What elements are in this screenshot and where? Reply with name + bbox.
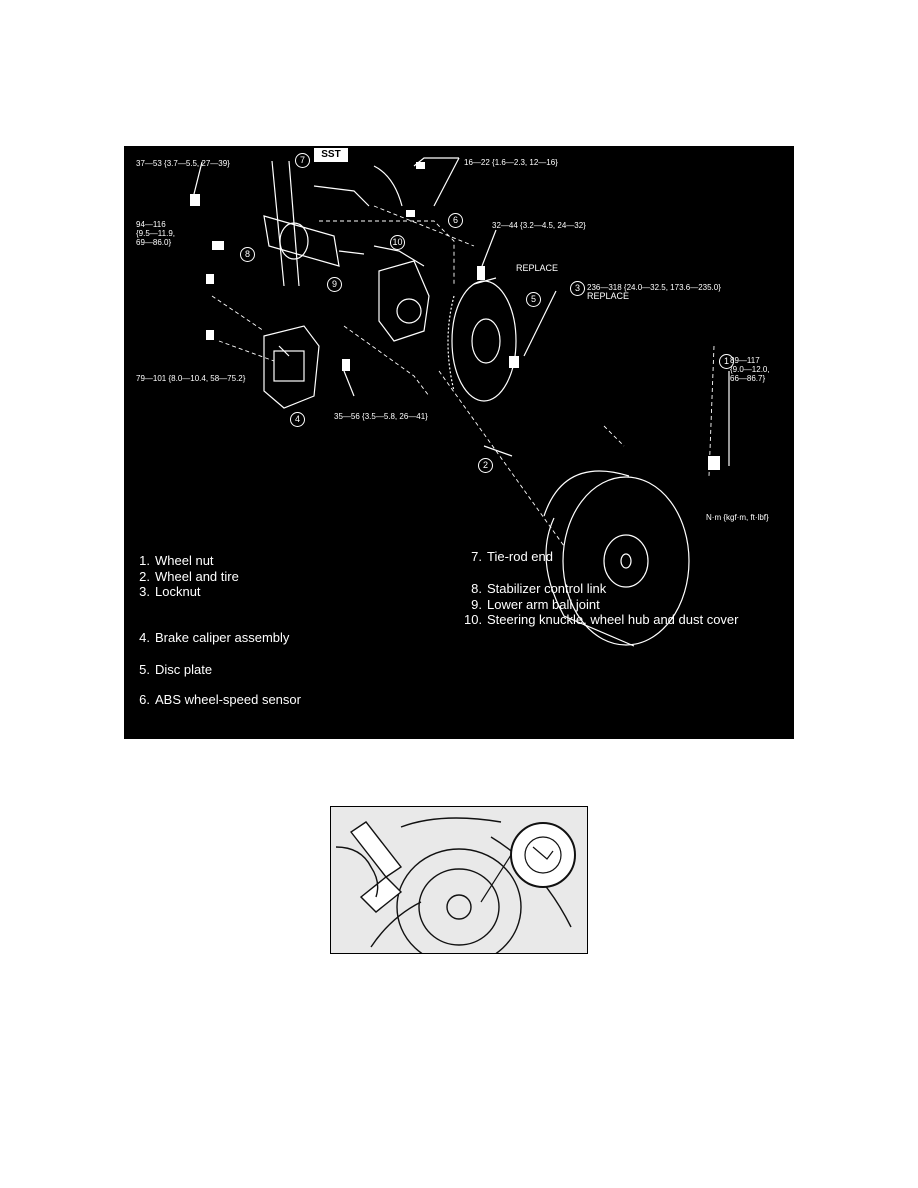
steering-knuckle xyxy=(378,260,430,342)
chisel xyxy=(370,901,422,948)
legend-item-8: 8. Stabilizer control link xyxy=(464,581,606,596)
legend-item-6: 6. ABS wheel-speed sensor xyxy=(132,692,301,707)
legend-item-2: 2. Wheel and tire xyxy=(132,569,239,584)
hammer-handle xyxy=(349,821,403,878)
torque-label-7: 236—318 {24.0—32.5, 173.6—235.0} xyxy=(587,283,721,292)
callout-2: 2 xyxy=(478,458,493,473)
hammer-locknut-illustration xyxy=(330,806,588,954)
brake-disc xyxy=(396,848,522,953)
wheel-hub-center xyxy=(603,534,649,588)
torque-label-6: 32—44 {3.2—4.5, 24—32} xyxy=(492,221,586,230)
callout-9: 9 xyxy=(327,277,342,292)
bolt-4 xyxy=(206,330,214,340)
tire-face xyxy=(562,476,690,646)
abs-sensor-wire xyxy=(373,165,403,207)
wheel-nut xyxy=(708,456,720,470)
torque-label-5: 16—22 {1.6—2.3, 12—16} xyxy=(464,158,558,167)
callout-4: 4 xyxy=(290,412,305,427)
bolt-7 xyxy=(406,210,415,217)
legend-text: Disc plate xyxy=(155,662,213,677)
brake-caliper xyxy=(263,325,320,409)
legend-num: 9. xyxy=(471,597,482,612)
legend-text: Lower arm ball joint xyxy=(487,597,600,612)
legend-item-5: 5. Disc plate xyxy=(132,662,212,677)
bolt-5 xyxy=(342,359,350,371)
torque-label-2b: {9.5—11.9, xyxy=(136,229,175,238)
legend-item-7: 7. Tie-rod end xyxy=(464,549,553,564)
legend-item-4: 4. Brake caliper assembly xyxy=(132,630,289,645)
legend-text: Wheel and tire xyxy=(155,569,239,584)
legend-item-9: 9. Lower arm ball joint xyxy=(464,597,600,612)
torque-label-2c: 69—86.0} xyxy=(136,238,172,247)
legend-num: 2. xyxy=(139,569,150,584)
legend-text: Stabilizer control link xyxy=(487,581,607,596)
legend-text: Brake caliper assembly xyxy=(155,630,290,645)
torque-label-8c: 66—86.7} xyxy=(730,374,766,383)
legend-num: 10. xyxy=(464,612,483,627)
bolt-3 xyxy=(206,274,214,284)
hub-locknut xyxy=(446,894,472,920)
units-label: N·m {kgf·m, ft·lbf} xyxy=(706,513,769,522)
locknut-staking-artwork xyxy=(331,807,587,953)
torque-label-4: 35—56 {3.5—5.8, 26—41} xyxy=(334,412,428,421)
locknut xyxy=(509,356,519,368)
callout-10: 10 xyxy=(390,235,405,250)
legend-num: 5. xyxy=(139,662,150,677)
tie-rod-end xyxy=(313,185,370,207)
legend-text: Tie-rod end xyxy=(487,549,553,564)
legend-text: Steering knuckle, wheel hub and dust cov… xyxy=(487,612,739,627)
legend-num: 1. xyxy=(139,553,150,568)
legend-num: 6. xyxy=(139,692,150,707)
callout-5: 5 xyxy=(526,292,541,307)
torque-label-1: 37—53 {3.7—5.5, 27—39} xyxy=(136,159,230,168)
legend-num: 4. xyxy=(139,630,150,645)
legend-text: ABS wheel-speed sensor xyxy=(155,692,301,707)
replace-label-2: REPLACE xyxy=(587,291,630,301)
legend-num: 3. xyxy=(139,584,150,599)
hand xyxy=(335,846,379,898)
callout-3: 3 xyxy=(570,281,585,296)
bolt-8 xyxy=(477,266,485,280)
callout-8: 8 xyxy=(240,247,255,262)
tire-tread xyxy=(545,517,635,647)
torque-label-8a: 89—117 xyxy=(730,356,760,365)
legend-item-3: 3. Locknut xyxy=(132,584,201,599)
exploded-view-artwork xyxy=(190,157,730,647)
legend-item-1: 1. Wheel nut xyxy=(132,553,214,568)
legend-item-10: 10. Steering knuckle, wheel hub and dust … xyxy=(464,612,739,627)
replace-label-1: REPLACE xyxy=(516,263,559,273)
torque-label-3: 79—101 {8.0—10.4, 58—75.2} xyxy=(136,374,246,383)
callout-1: 1 xyxy=(719,354,734,369)
bolt-2 xyxy=(212,241,224,250)
legend-text: Locknut xyxy=(155,584,201,599)
disc-plate-outline xyxy=(451,280,517,402)
legend-text: Wheel nut xyxy=(155,553,214,568)
drive-shaft xyxy=(263,215,340,267)
bolt-6 xyxy=(416,162,425,169)
callout-6: 6 xyxy=(448,213,463,228)
torque-label-2a: 94—116 xyxy=(136,220,166,229)
sst-label: SST xyxy=(314,148,348,162)
bolt-1 xyxy=(190,194,200,206)
torque-label-8b: {9.0—12.0, xyxy=(730,365,770,374)
legend-num: 7. xyxy=(471,549,482,564)
legend-num: 8. xyxy=(471,581,482,596)
callout-7: 7 xyxy=(295,153,310,168)
exploded-view-diagram: SST 37—53 {3.7—5.5, 27—39} 94—116 {9.5—1… xyxy=(124,146,794,739)
